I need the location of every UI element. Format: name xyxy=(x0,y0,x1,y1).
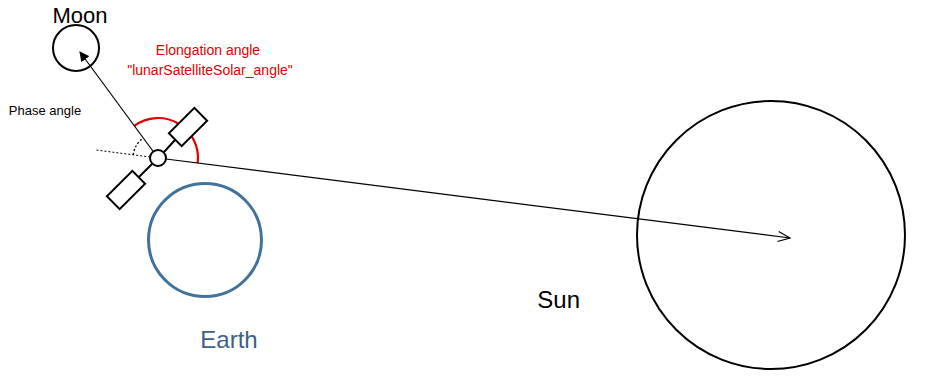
earth-label: Earth xyxy=(200,326,257,354)
circle-outline xyxy=(52,24,100,72)
phase-angle-arc xyxy=(133,138,143,155)
angle-name: Phase angle xyxy=(9,104,81,119)
moon-label: Moon xyxy=(52,3,107,28)
parameter-name: "lunarSatelliteSolar_angle" xyxy=(127,62,293,78)
angle-name: Elongation angle xyxy=(156,42,260,58)
anti-sun-line xyxy=(96,150,158,158)
sun-label: Sun xyxy=(537,286,580,314)
circle-outline xyxy=(147,182,263,298)
earth-circle: Earth xyxy=(147,182,263,298)
sun-circle: Sun xyxy=(636,100,906,370)
satellite-symbol xyxy=(107,108,207,209)
circle-outline xyxy=(636,100,906,370)
moon-circle: Moon xyxy=(52,24,100,72)
sun-direction-arrow xyxy=(158,158,790,238)
